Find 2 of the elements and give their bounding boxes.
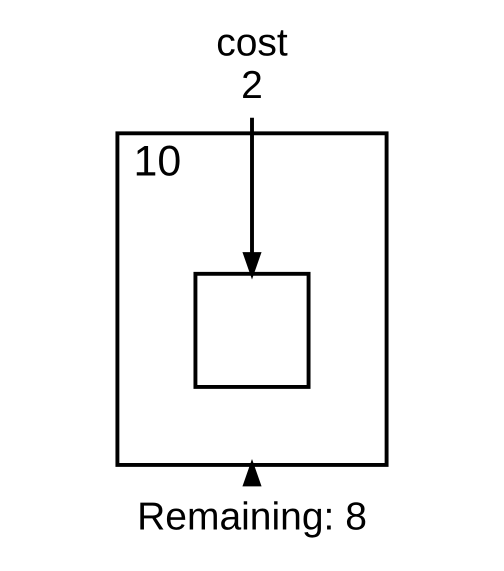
node-text: cost 2 xyxy=(216,21,288,108)
node-text: Remaining: 8 xyxy=(137,495,367,538)
